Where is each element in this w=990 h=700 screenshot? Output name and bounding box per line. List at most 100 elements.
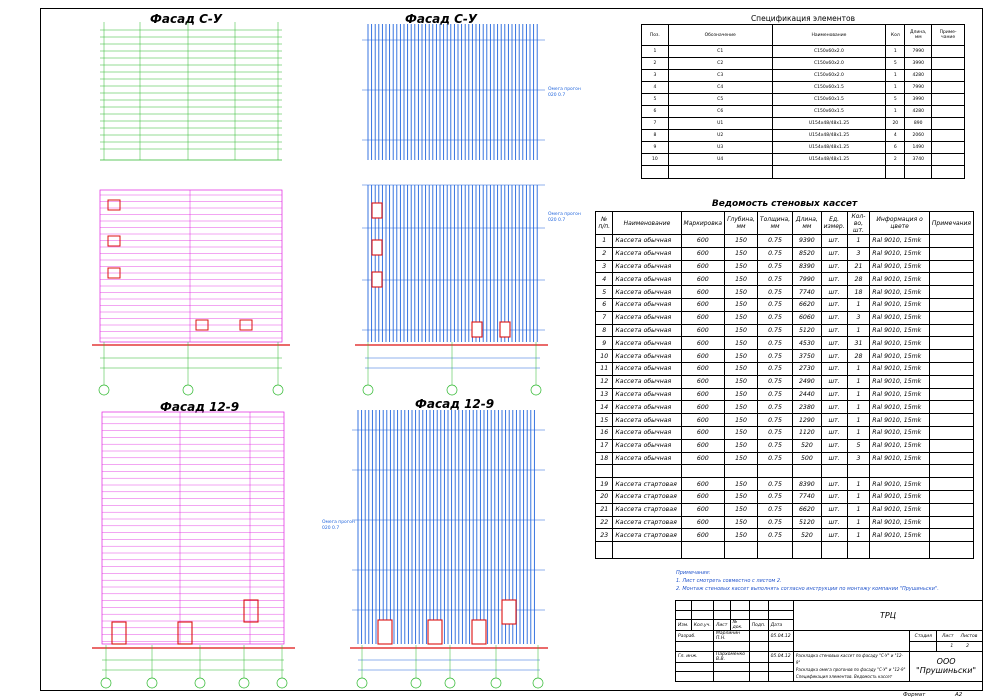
ved-cell: шт. [820,361,848,376]
ved-cell: Кассета обычная [612,285,682,299]
ved-cell: 600 [680,387,726,402]
ved-cell: шт. [820,285,848,299]
ved-cell: Кассета обычная [612,387,682,402]
ved-cell: Кассета обычная [612,310,682,325]
spec-cell: С5 [667,93,773,106]
ved-cell: 1 [846,323,871,338]
ved-cell: Кассета обычная [612,323,682,338]
ved-cell: 150 [724,234,758,248]
ved-start-cell: шт. [820,489,848,504]
omega-label-2: Омега прогон 020 0.7 [548,212,581,224]
ved-cell: Ral 9010, 15mk [869,297,930,312]
sheet-label: Лист [942,633,954,639]
ved-cell: 600 [680,310,726,325]
ved-cell: 1120 [792,425,822,440]
ved-start-cell: 150 [724,515,758,530]
spec-cell: 8 [641,129,669,142]
ved-cell [928,234,975,248]
spec-cell: 1 [885,69,906,82]
ved-cell: 4530 [792,336,822,351]
ved-cell: 0.75 [756,374,794,389]
ved-cell: 9 [594,336,614,351]
ved-cell: 600 [680,438,726,453]
tb-col-header: Подп. [748,619,769,631]
ved-start-cell [928,489,975,504]
axis-bubble [182,384,194,396]
ved-cell: 12 [594,374,614,389]
ved-cell: шт. [820,374,848,389]
ved-cell [928,336,975,351]
ved-cell: Ral 9010, 15mk [869,272,930,287]
ved-cell [928,285,975,299]
ved-start-cell: 600 [680,502,726,517]
tb-role: Разраб. [675,630,714,642]
ved-start-cell: шт. [820,502,848,517]
ved-cell [928,387,975,402]
red-opening [501,599,517,625]
ved-cell: 0.75 [756,413,794,427]
tb-col-header: № док. [729,619,750,631]
ved-cell [928,425,975,440]
spec-cell: U154x48/48x1.25 [771,141,887,154]
ved-cell: 0.75 [756,438,794,453]
ved-header: Наименование [612,211,682,235]
ved-start-cell: 20 [594,489,614,504]
ved-cell [928,310,975,325]
ved-start-cell: 0.75 [756,477,794,491]
spec-cell: 6 [885,141,906,154]
tb-col-header: Дата [767,619,794,631]
title-block: ТРЦ Изм. Кол.уч. Лист № док. Подп. Дата … [675,600,984,682]
ved-start-cell [928,502,975,517]
ved-header: № п/п. [594,211,614,235]
ved-header: Информация о цвете [869,211,930,235]
ved-cell: 150 [724,413,758,427]
ved-cell: 150 [724,297,758,312]
ved-cell: 3 [594,259,614,274]
ved-cell: Кассета обычная [612,297,682,312]
ved-cell: Ral 9010, 15mk [869,438,930,453]
spec-cell: С1 [667,45,773,58]
ved-start-cell: шт. [820,477,848,491]
spec-cell: 5 [641,93,669,106]
ved-cell: Кассета обычная [612,234,682,248]
spec-cell [931,141,965,154]
axis-bubble [410,677,422,689]
ved-start-cell: 8390 [792,477,822,491]
ved-cell: 6620 [792,297,822,312]
spec-cell: С2 [667,57,773,70]
red-opening [107,235,121,247]
ved-start-cell: 6620 [792,502,822,517]
ved-cell: 5 [846,438,871,453]
ved-header: Ед. измер. [820,211,848,235]
ved-cell: 0.75 [756,349,794,363]
ved-cell: шт. [820,413,848,427]
ved-start-cell: 7740 [792,489,822,504]
ved-cell: 1 [846,361,871,376]
ved-cell: 5120 [792,323,822,338]
spec-cell: 3990 [904,57,933,70]
ved-cell: 0.75 [756,310,794,325]
spec-cell: 7 [641,117,669,130]
ved-start-cell: Ral 9010, 15mk [869,489,930,504]
facade-4-title: Фасад 12-9 [415,397,495,411]
axis-bubble [532,677,544,689]
red-opening [371,202,383,219]
axis-bubble [146,677,158,689]
ved-header: Глубина, мм [724,211,758,235]
ved-cell: 0.75 [756,425,794,440]
ved-cell: Ral 9010, 15mk [869,285,930,299]
red-opening [377,619,393,645]
ved-cell: Ral 9010, 15mk [869,310,930,325]
axis-bubble [530,384,542,396]
spec-cell [931,117,965,130]
ved-start-cell: Кассета стартовая [612,515,682,530]
spec-cell: 7990 [904,81,933,94]
ved-start-cell: 600 [680,515,726,530]
ved-start-cell [928,477,975,491]
